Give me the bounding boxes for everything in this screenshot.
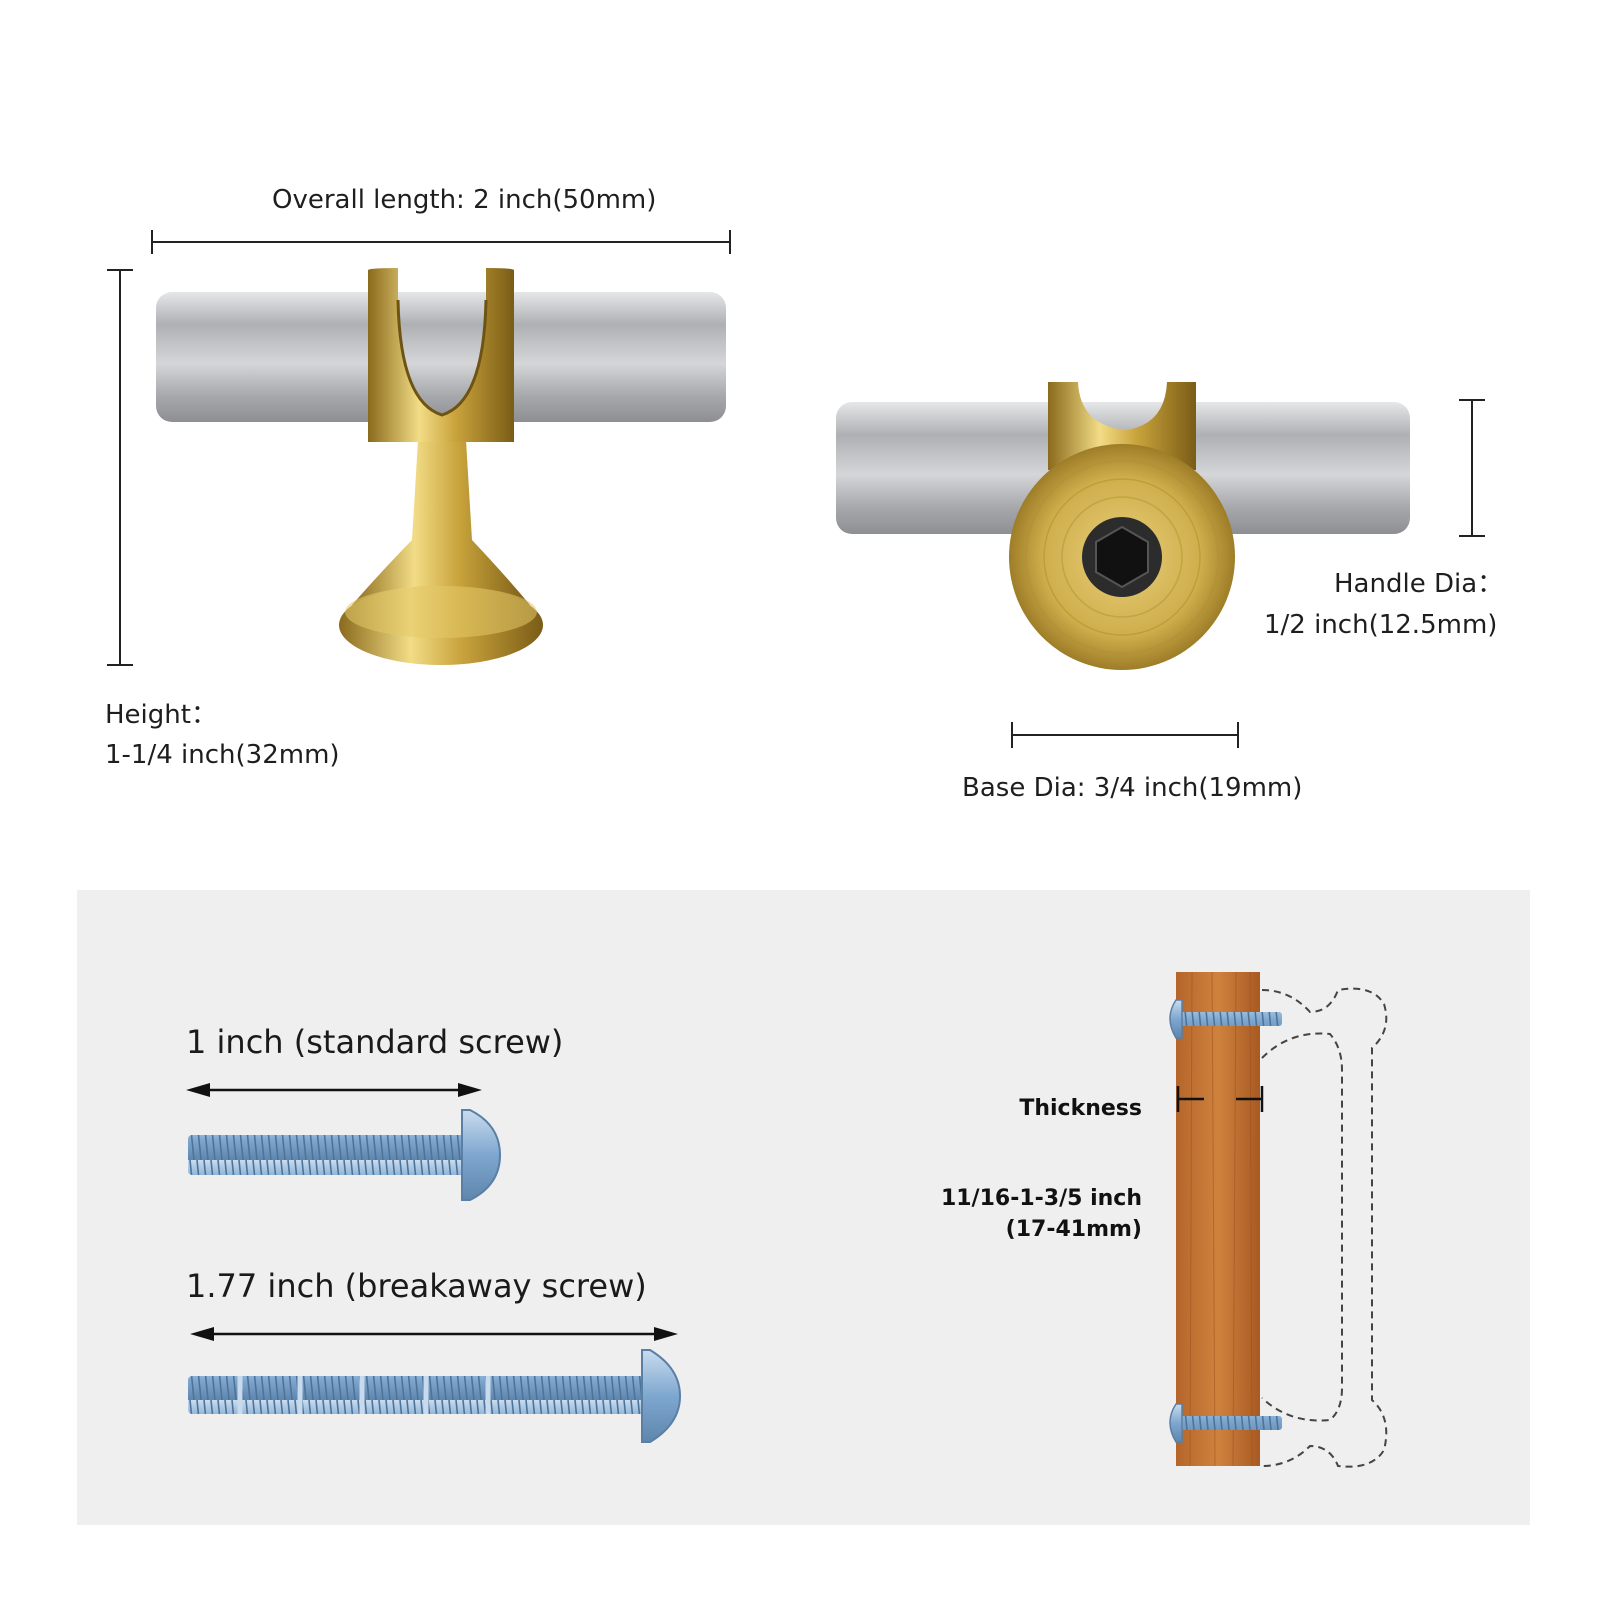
- overall-length-label: Overall length: 2 inch(50mm): [272, 185, 657, 215]
- standard-screw: [188, 1109, 502, 1201]
- thickness-value-1: 11/16-1-3/5 inch: [940, 1186, 1142, 1211]
- handle-dia-value: 1/2 inch(12.5mm): [1264, 610, 1498, 640]
- breakaway-screw-arrow: [190, 1327, 678, 1341]
- dashed-handle-inner: [1261, 1032, 1343, 1422]
- overall-length-dimension-line: [151, 230, 731, 254]
- knob-front-view: [836, 382, 1410, 670]
- thickness-title: Thickness: [1019, 1096, 1142, 1121]
- height-value: 1-1/4 inch(32mm): [105, 740, 340, 770]
- standard-screw-arrow: [186, 1083, 482, 1097]
- wood-door-section: [1176, 972, 1260, 1466]
- mounting-screw-bottom: [1169, 1403, 1282, 1443]
- wood-grain: [1189, 971, 1253, 1467]
- thickness-dimension-marks: [1176, 1086, 1264, 1112]
- height-dimension-line: [107, 269, 133, 666]
- base-dia-dimension-line: [1011, 722, 1239, 748]
- handle-dia-dimension-line: [1459, 399, 1485, 537]
- breakaway-screw: [188, 1349, 682, 1443]
- handle-dia-title: Handle Dia：: [1334, 569, 1504, 599]
- knob-dimension-diagram: [107, 230, 1485, 748]
- breakaway-screw-label: 1.77 inch (breakaway screw): [186, 1267, 647, 1305]
- mounting-screw-top: [1169, 999, 1282, 1039]
- base-dia-label: Base Dia: 3/4 inch(19mm): [962, 773, 1303, 803]
- dashed-handle-outline: [1261, 987, 1388, 1468]
- height-title: Height：: [105, 700, 217, 730]
- standard-screw-label: 1 inch (standard screw): [186, 1023, 564, 1061]
- knob-side-view: [156, 268, 726, 665]
- thickness-value-2: (17-41mm): [1005, 1217, 1142, 1242]
